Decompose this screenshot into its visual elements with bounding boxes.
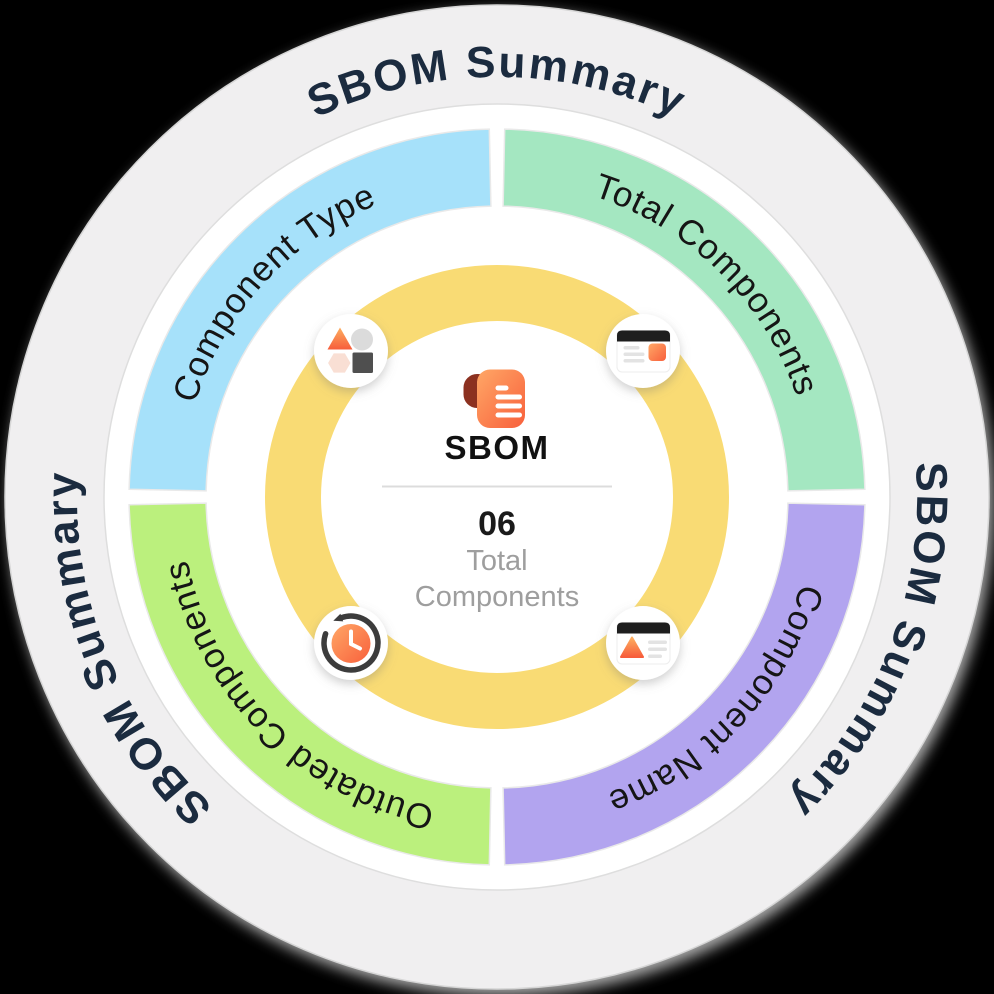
- text-line: [648, 647, 667, 651]
- shapes-icon: [314, 314, 388, 388]
- center-panel: SBOM 06 Total Components: [382, 369, 612, 613]
- text-line: [648, 640, 667, 644]
- count-label-line1: Total: [466, 545, 527, 577]
- square-shape: [352, 352, 373, 373]
- center-title: SBOM: [445, 429, 550, 466]
- segment-outdated-components: [128, 502, 492, 866]
- browser-card-icon: [606, 314, 680, 388]
- browser-card-titlebar: [617, 330, 670, 342]
- report-triangle: [620, 636, 644, 658]
- doc-line: [495, 412, 522, 418]
- text-line: [648, 654, 662, 658]
- text-line: [623, 352, 645, 356]
- segment-total-components: [502, 128, 866, 492]
- inner-white-disc: [103, 103, 891, 891]
- history-arrow-arc: [321, 613, 381, 673]
- sbom-document-icon: [463, 369, 525, 428]
- shapes-icon-badge: [314, 314, 388, 388]
- icon-badges: [314, 314, 680, 680]
- segment-ring: [128, 128, 866, 866]
- doc-line: [495, 385, 509, 391]
- doc-line: [495, 394, 522, 400]
- text-line: [623, 346, 640, 350]
- browser-report-titlebar: [617, 622, 670, 634]
- circle-shape: [351, 328, 373, 351]
- history-clock-icon: [314, 606, 388, 680]
- segment-component-name: [502, 502, 866, 866]
- total-components-count: 06: [478, 505, 516, 543]
- text-line: [623, 359, 645, 363]
- browser-report-icon: [606, 606, 680, 680]
- segment-component-type: [128, 128, 492, 492]
- hexagon-shape: [328, 353, 351, 373]
- yellow-ring: [265, 265, 729, 729]
- clock-hands: [349, 629, 362, 651]
- browser-card-thumbnail: [648, 343, 666, 361]
- doc-line: [495, 403, 522, 409]
- count-label-line2: Components: [415, 581, 579, 613]
- triangle-shape: [327, 327, 353, 350]
- history-arrow-head: [333, 613, 344, 622]
